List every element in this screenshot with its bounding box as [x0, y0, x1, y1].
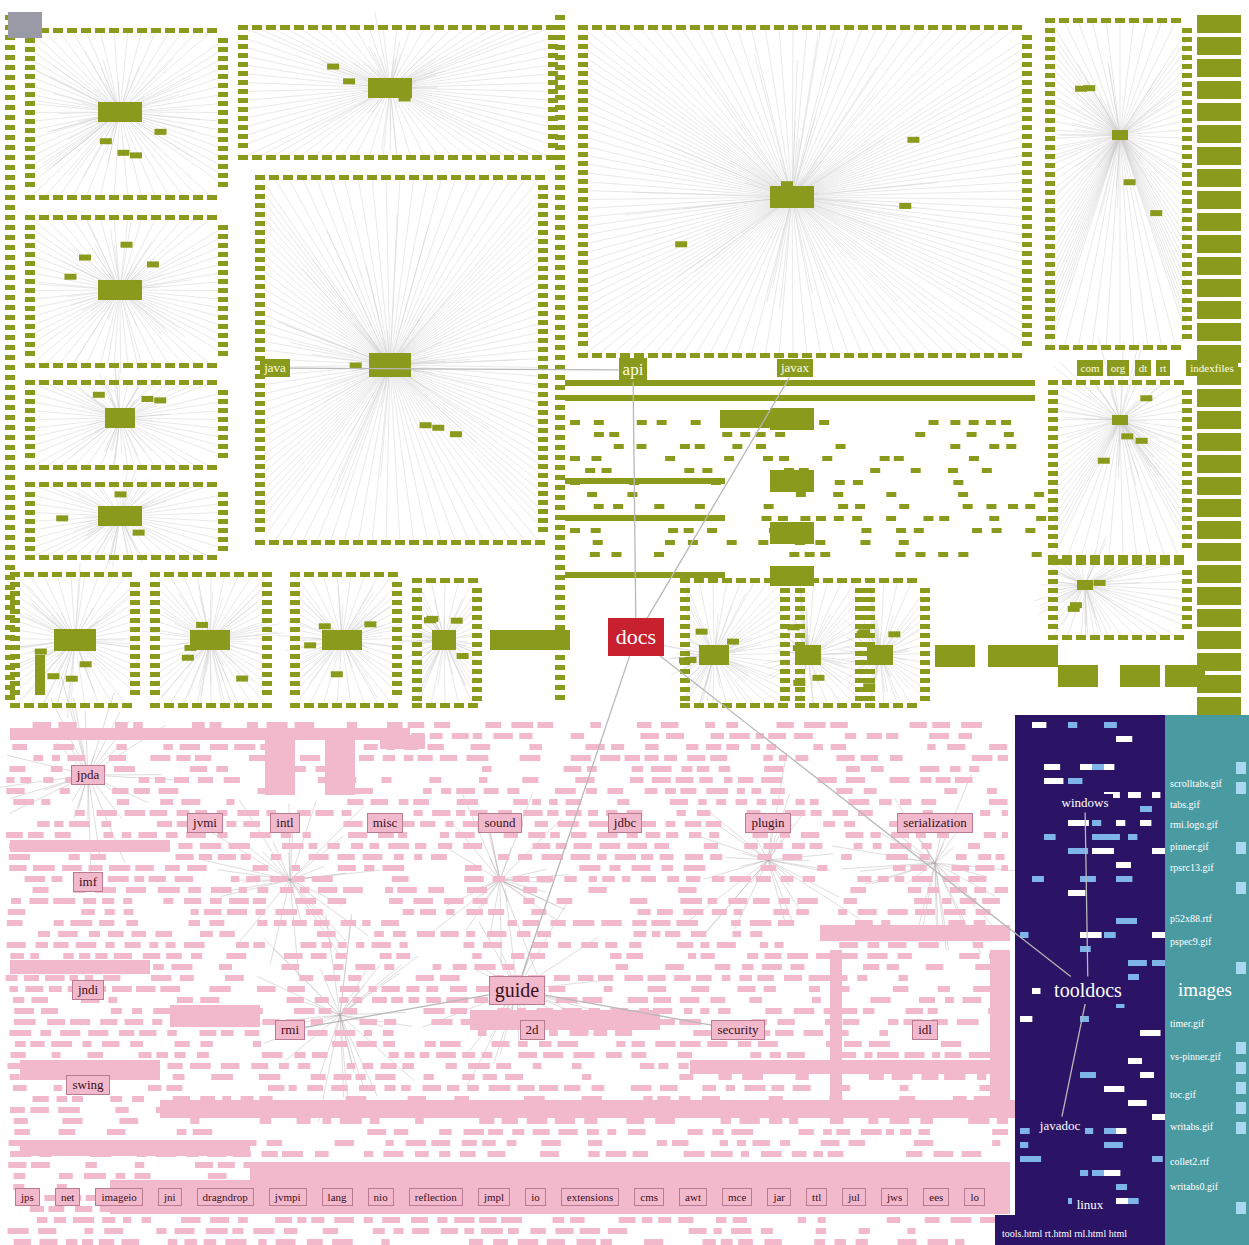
diagram-stage: docsjavaapijavaxcomorgdtrtindexfilesjpda…	[0, 0, 1249, 1245]
